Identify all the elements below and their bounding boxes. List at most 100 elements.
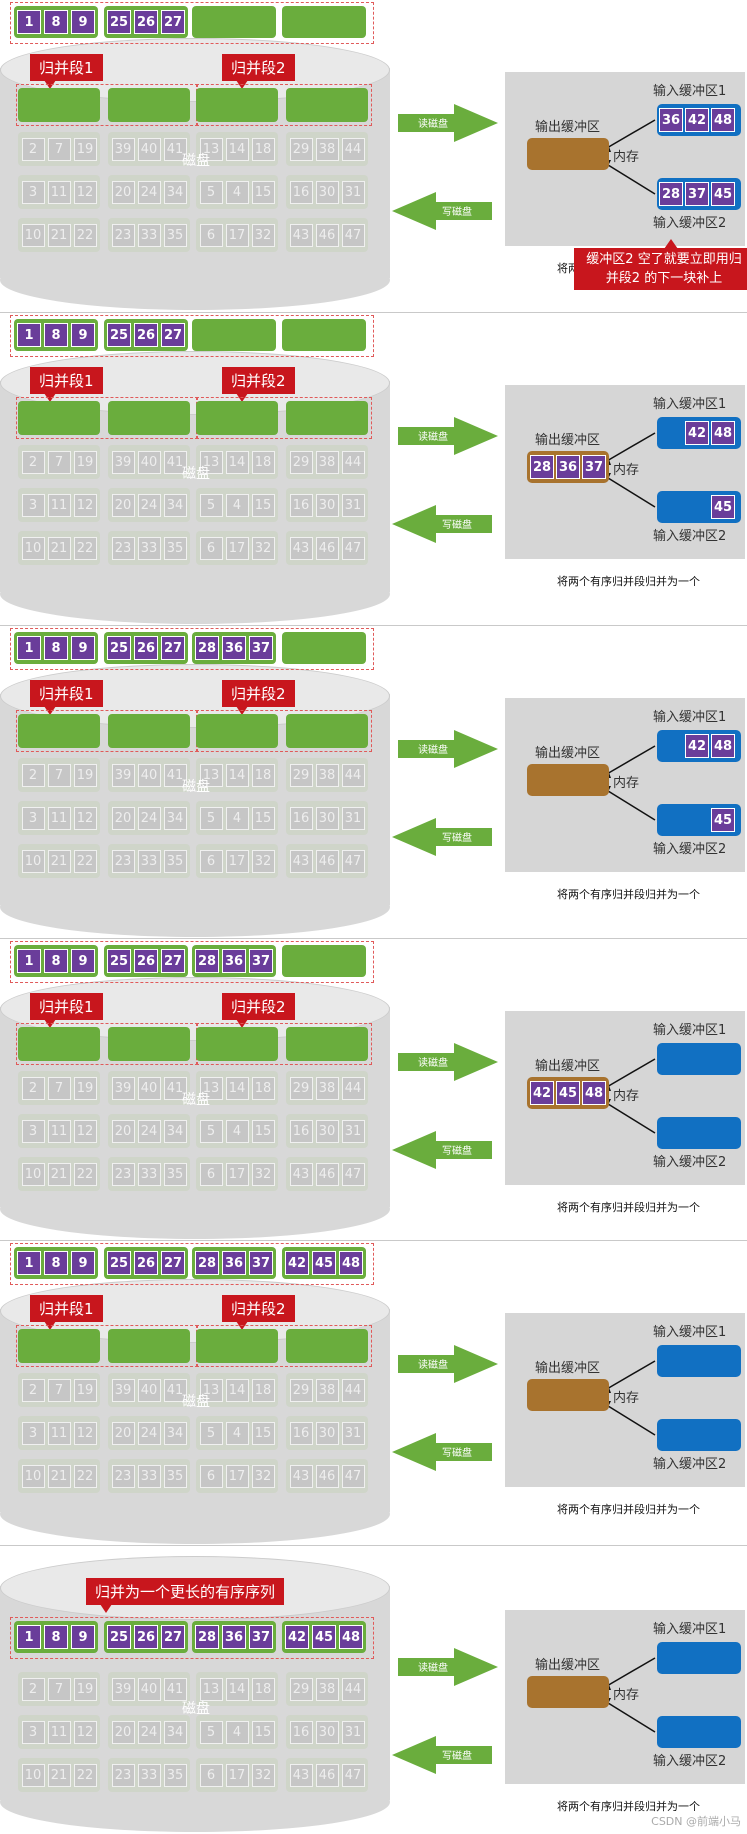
number-cell: 21: [47, 536, 71, 560]
number-cell: 39: [111, 1677, 135, 1701]
number-cell: 6: [199, 1763, 223, 1787]
memory-label: 内存: [613, 776, 640, 791]
number-cell: 17: [225, 1162, 249, 1186]
number-cell: 11: [47, 1720, 71, 1744]
number-cell: 26: [134, 10, 158, 34]
number-cell: 24: [137, 1421, 161, 1445]
number-cell: 9: [71, 636, 95, 660]
number-cell: 35: [163, 536, 187, 560]
number-cell: 40: [137, 137, 161, 161]
read-arrow-label: 读磁盘: [418, 1058, 448, 1069]
number-cell: 35: [163, 223, 187, 247]
number-cell: 41: [163, 1378, 187, 1402]
number-cell: 24: [137, 806, 161, 830]
number-cell: 5: [199, 180, 223, 204]
number-cell: 43: [289, 1763, 313, 1787]
number-cell: 48: [711, 734, 735, 758]
number-cell: 20: [111, 180, 135, 204]
input-buffer-2: [657, 1117, 741, 1149]
write-arrow: 写磁盘: [392, 505, 492, 543]
number-cell: 29: [289, 1378, 313, 1402]
number-cell: 14: [225, 1076, 249, 1100]
number-cell: 37: [582, 455, 606, 479]
number-cell: 18: [251, 1677, 275, 1701]
number-cell: 48: [339, 1625, 363, 1649]
number-cell: 20: [111, 493, 135, 517]
number-cell: 7: [47, 1677, 71, 1701]
number-cell: 47: [341, 223, 365, 247]
caption: 将两个有序归并段归并为一个: [557, 1201, 700, 1214]
number-cell: 10: [21, 849, 45, 873]
number-cell: 39: [111, 450, 135, 474]
read-arrow: 读磁盘: [398, 417, 498, 455]
number-cell: 47: [341, 1464, 365, 1488]
number-cell: 46: [315, 1464, 339, 1488]
number-cell: 28: [195, 1625, 219, 1649]
number-cell: 34: [163, 1720, 187, 1744]
output-buffer: [527, 1379, 609, 1411]
number-cell: 38: [315, 1677, 339, 1701]
number-cell: 34: [163, 493, 187, 517]
number-cell: 44: [341, 137, 365, 161]
number-cell: 11: [47, 1119, 71, 1143]
read-arrow: 读磁盘: [398, 1345, 498, 1383]
number-cell: 40: [137, 763, 161, 787]
output-buffer-label: 输出缓冲区: [535, 433, 601, 448]
number-cell: 4: [225, 1720, 249, 1744]
number-cell: 17: [225, 223, 249, 247]
write-arrow-label: 写磁盘: [442, 1751, 472, 1762]
caption: 将两个有序归并段归并为一个: [557, 1503, 700, 1516]
read-arrow-label: 读磁盘: [418, 745, 448, 756]
number-cell: 18: [251, 450, 275, 474]
number-cell: 31: [341, 1119, 365, 1143]
input-buffer-1-label: 输入缓冲区1: [653, 1023, 727, 1038]
output-buffer-label: 输出缓冲区: [535, 1658, 601, 1673]
number-cell: 31: [341, 1720, 365, 1744]
number-cell: 10: [21, 1763, 45, 1787]
number-cell: 25: [107, 10, 131, 34]
number-cell: 9: [71, 949, 95, 973]
number-cell: 21: [47, 849, 71, 873]
number-cell: 8: [44, 323, 68, 347]
write-arrow-label: 写磁盘: [442, 1448, 472, 1459]
number-cell: 25: [107, 1251, 131, 1275]
number-cell: 13: [199, 137, 223, 161]
number-cell: 26: [134, 1251, 158, 1275]
number-cell: 44: [341, 1378, 365, 1402]
number-cell: 46: [315, 536, 339, 560]
segment-block-empty: [108, 1329, 190, 1363]
write-arrow: 写磁盘: [392, 1736, 492, 1774]
number-cell: 1: [17, 1625, 41, 1649]
number-cell: 13: [199, 1378, 223, 1402]
input-buffer-2-label: 输入缓冲区2: [653, 1155, 727, 1170]
number-cell: 7: [47, 1378, 71, 1402]
number-cell: 28: [195, 949, 219, 973]
